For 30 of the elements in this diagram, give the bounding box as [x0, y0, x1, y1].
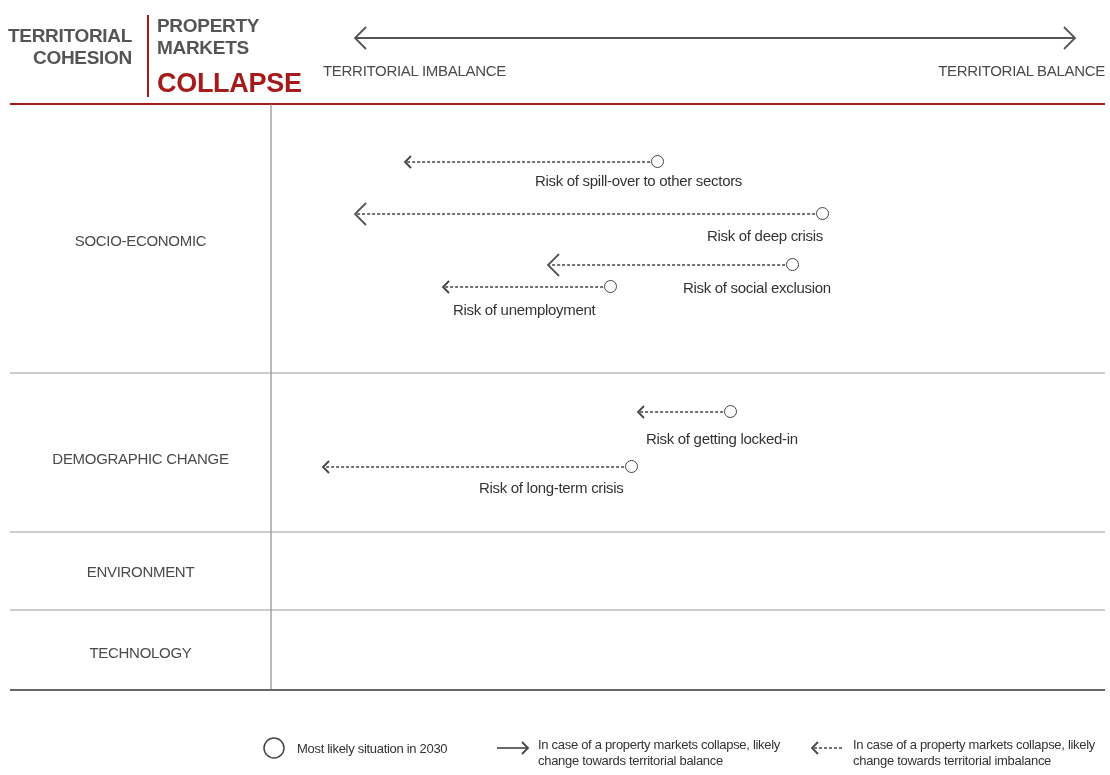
header-title: PROPERTY MARKETS	[157, 15, 257, 59]
row-heading: SOCIO-ECONOMIC	[73, 232, 208, 249]
row-heading: DEMOGRAPHIC CHANGE	[51, 450, 230, 467]
risk-label: Risk of getting locked-in	[646, 430, 798, 447]
legend-text: Most likely situation in 2030	[297, 741, 448, 757]
risk-label: Risk of social exclusion	[683, 279, 831, 296]
circle-marker	[815, 206, 829, 220]
circle-marker	[723, 404, 737, 418]
header-title: TERRITORIAL COHESION	[8, 25, 132, 69]
dashed-arrow	[442, 280, 604, 294]
circle-marker	[603, 279, 617, 293]
risk-label: Risk of long-term crisis	[479, 479, 624, 496]
legend-text: In case of a property markets collapse, likely change towards territorial balance	[538, 737, 781, 769]
scale-label: TERRITORIAL IMBALANCE	[323, 62, 506, 79]
risk-label: Risk of spill-over to other sectors	[535, 172, 743, 189]
row-heading: ENVIRONMENT	[85, 563, 196, 580]
circle-marker	[624, 459, 638, 473]
row-heading: TECHNOLOGY	[88, 644, 193, 661]
dashed-arrow	[547, 253, 786, 277]
scale-label: TERRITORIAL BALANCE	[937, 62, 1105, 79]
dashed-arrow	[404, 155, 651, 169]
circle-marker	[650, 154, 664, 168]
risk-label: Risk of deep crisis	[707, 227, 823, 244]
dashed-arrow	[322, 460, 625, 474]
risk-label: Risk of unemployment	[453, 301, 596, 318]
dashed-arrow	[354, 202, 816, 226]
circle-marker	[785, 257, 799, 271]
dashed-arrow	[637, 405, 724, 419]
legend-text: In case of a property markets collapse, likely change towards territorial imbalance	[853, 737, 1096, 769]
header-title: COLLAPSE	[157, 67, 302, 99]
